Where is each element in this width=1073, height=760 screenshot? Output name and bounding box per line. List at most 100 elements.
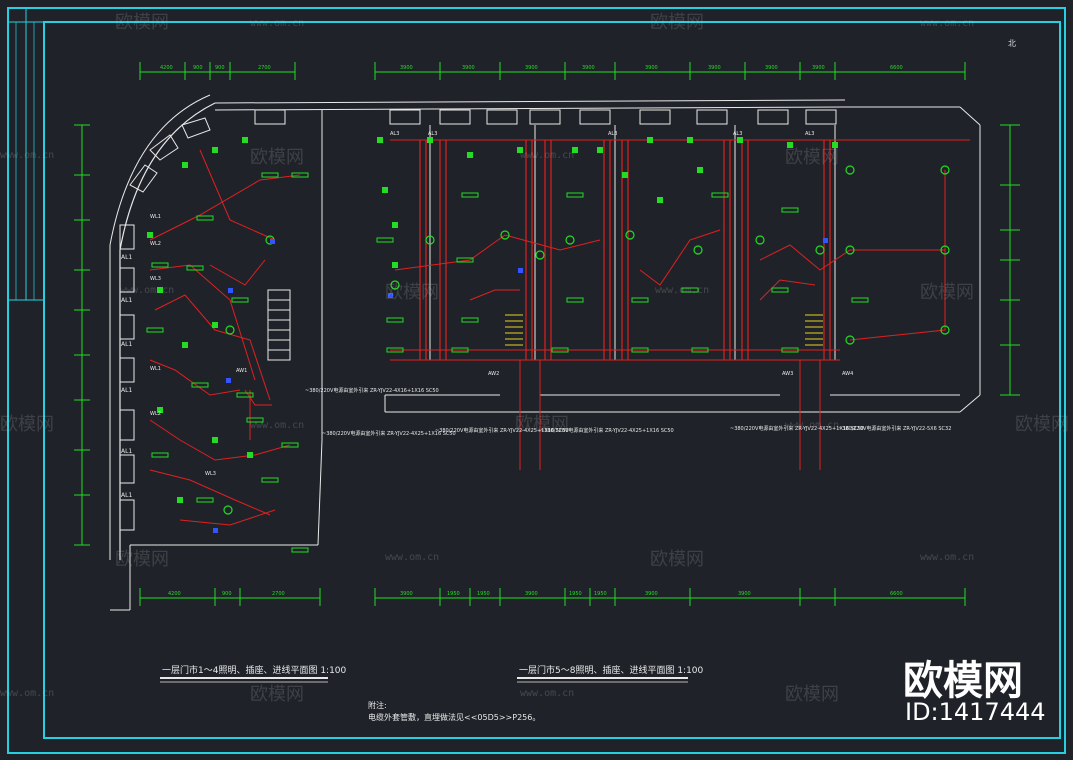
fluorescent-lamp (631, 297, 649, 303)
fluorescent-lamp (461, 317, 479, 323)
switch-symbol (427, 137, 433, 143)
switch-symbol (212, 147, 218, 153)
svg-text:3900: 3900 (765, 65, 778, 71)
svg-text:3900: 3900 (812, 65, 825, 71)
svg-text:6600: 6600 (890, 65, 903, 71)
device-symbol (226, 378, 231, 383)
svg-text:~380/220V电源由室外引来 ZR-YJV22-4X25: ~380/220V电源由室外引来 ZR-YJV22-4X25+1X16 SC50 (540, 427, 674, 434)
svg-text:1950: 1950 (477, 591, 490, 597)
svg-text:3900: 3900 (525, 591, 538, 597)
svg-text:900: 900 (215, 65, 225, 71)
fluorescent-lamp (291, 172, 309, 178)
fixture-layer (146, 137, 950, 553)
circuit-labels: WL1 WL2 WL3 WL1 WL2 WL3 AL3 AL3 AL3 AL3 … (150, 131, 853, 477)
fluorescent-lamp (236, 392, 254, 398)
switch-symbol (182, 162, 188, 168)
switch-symbol (657, 197, 663, 203)
fluorescent-lamp (246, 417, 264, 423)
svg-text:6600: 6600 (890, 591, 903, 597)
fluorescent-lamp (851, 297, 869, 303)
svg-text:~380/220V电源由室外引来 ZR-YJV22-5X6: ~380/220V电源由室外引来 ZR-YJV22-5X6 SC32 (838, 425, 951, 432)
svg-text:AL1: AL1 (121, 341, 132, 348)
lamp-fixture (815, 245, 825, 255)
fluorescent-lamp (151, 262, 169, 268)
svg-text:AW1: AW1 (236, 368, 247, 374)
device-symbol (388, 293, 393, 298)
fluorescent-lamp (631, 347, 649, 353)
dimension-text: 4200 900 900 2700 3900 3900 3900 3900 39… (160, 65, 903, 597)
switch-symbol (467, 152, 473, 158)
fluorescent-lamp (386, 347, 404, 353)
lamp-fixture (425, 235, 435, 245)
dimension-chains (74, 62, 1020, 606)
svg-text:WL3: WL3 (150, 276, 161, 282)
lamp-fixture (940, 245, 950, 255)
lamp-fixture (845, 245, 855, 255)
svg-text:1950: 1950 (447, 591, 460, 597)
fluorescent-lamp (551, 347, 569, 353)
svg-text:3900: 3900 (462, 65, 475, 71)
svg-text:~380/220V电源由室外引来 ZR-YJV22-4X25: ~380/220V电源由室外引来 ZR-YJV22-4X25+1X16 SC50 (435, 427, 569, 434)
svg-text:AL3: AL3 (608, 131, 617, 137)
switch-symbol (647, 137, 653, 143)
fluorescent-lamp (196, 215, 214, 221)
fluorescent-lamp (261, 477, 279, 483)
lamp-fixture (500, 230, 510, 240)
svg-text:3900: 3900 (525, 65, 538, 71)
switch-symbol (597, 147, 603, 153)
drawing-frame (7, 7, 1066, 754)
fluorescent-lamp (681, 287, 699, 293)
lamp-fixture (845, 165, 855, 175)
switch-symbol (382, 187, 388, 193)
panel-labels: AL1 AL1 AL1 AL1 AL1 AL1 (121, 254, 132, 499)
svg-text:AL3: AL3 (805, 131, 814, 137)
fluorescent-lamp (146, 327, 164, 333)
fluorescent-lamp (566, 297, 584, 303)
lamp-fixture (845, 335, 855, 345)
fluorescent-lamp (186, 265, 204, 271)
svg-text:4200: 4200 (168, 591, 181, 597)
svg-text:~380/220V电源由室外引来 ZR-YJV22-4X25: ~380/220V电源由室外引来 ZR-YJV22-4X25+1X16 SC50 (730, 425, 864, 432)
svg-text:WL2: WL2 (150, 411, 161, 417)
plan-right-title: 一层门市5～8照明、插座、进线平面图 1:100 (519, 666, 704, 676)
switch-symbol (687, 137, 693, 143)
fluorescent-lamp (151, 452, 169, 458)
svg-text:1950: 1950 (594, 591, 607, 597)
lamp-fixture (755, 235, 765, 245)
device-symbol (213, 528, 218, 533)
wiring-runs (149, 139, 970, 526)
cable-notes: ~380/220V电源由室外引来 ZR-YJV22-4X16+1X16 SC50… (305, 387, 951, 437)
switch-symbol (572, 147, 578, 153)
switch-symbol (147, 232, 153, 238)
fluorescent-lamp (781, 207, 799, 213)
svg-text:3900: 3900 (645, 591, 658, 597)
fluorescent-lamp (451, 347, 469, 353)
title-underlines (160, 677, 688, 683)
svg-text:WL2: WL2 (150, 241, 161, 247)
switch-symbol (247, 452, 253, 458)
svg-text:AL3: AL3 (733, 131, 742, 137)
device-symbol (823, 238, 828, 243)
svg-text:AL3: AL3 (428, 131, 437, 137)
lamp-fixture (535, 250, 545, 260)
fluorescent-lamp (376, 237, 394, 243)
svg-text:WL1: WL1 (150, 366, 161, 372)
switch-symbol (787, 142, 793, 148)
fluorescent-lamp (191, 382, 209, 388)
fluorescent-lamp (691, 347, 709, 353)
svg-text:3900: 3900 (738, 591, 751, 597)
note-heading: 附注: (368, 701, 387, 710)
note-text: 电缆外套管敷，直埋做法见<<05D5>>P256。 (368, 713, 541, 722)
switch-symbol (392, 222, 398, 228)
svg-text:900: 900 (193, 65, 203, 71)
svg-text:AL1: AL1 (121, 254, 132, 261)
switch-symbol (157, 287, 163, 293)
fluorescent-lamp (771, 287, 789, 293)
switch-symbol (242, 137, 248, 143)
brand-id: ID:1417444 (905, 698, 1046, 726)
svg-text:WL1: WL1 (150, 214, 161, 220)
switch-symbol (517, 147, 523, 153)
switch-symbol (832, 142, 838, 148)
lamp-fixture (940, 325, 950, 335)
fluorescent-lamp (196, 497, 214, 503)
